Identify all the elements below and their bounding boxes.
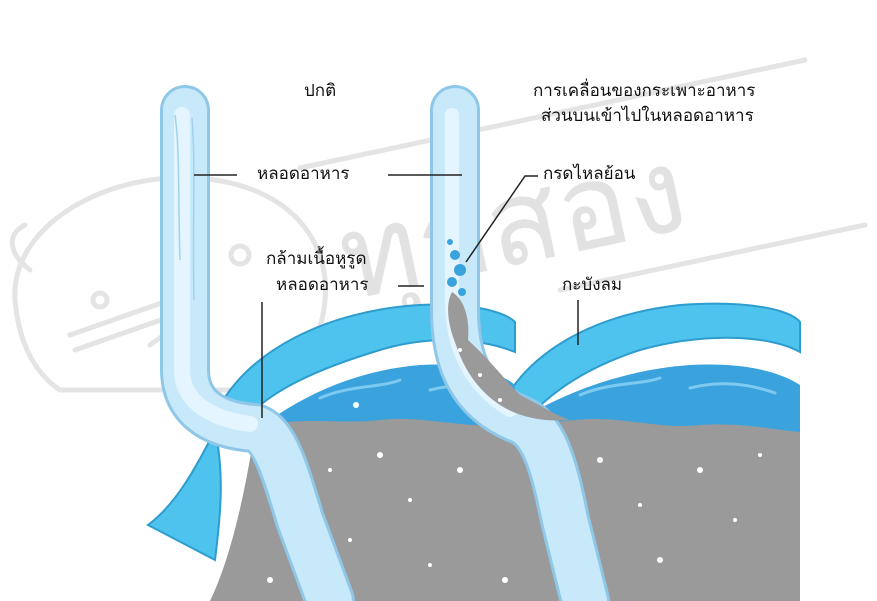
reflux-title-line1: การเคลื่อนของกระเพาะอาหาร bbox=[533, 80, 755, 102]
sphincter-label-line2: หลอดอาหาร bbox=[276, 274, 369, 296]
diaphragm-fold-left bbox=[148, 430, 221, 560]
diaphragm-label: กะบังลม bbox=[562, 274, 622, 296]
reflux-title-line2: ส่วนบนเข้าไปในหลอดอาหาร bbox=[541, 105, 754, 127]
acid-reflux-label: กรดไหลย้อน bbox=[543, 163, 635, 185]
normal-title: ปกติ bbox=[304, 80, 336, 102]
sphincter-label-line1: กล้ามเนื้อหูรูด bbox=[266, 248, 366, 270]
esophagus-label: หลอดอาหาร bbox=[257, 163, 350, 185]
